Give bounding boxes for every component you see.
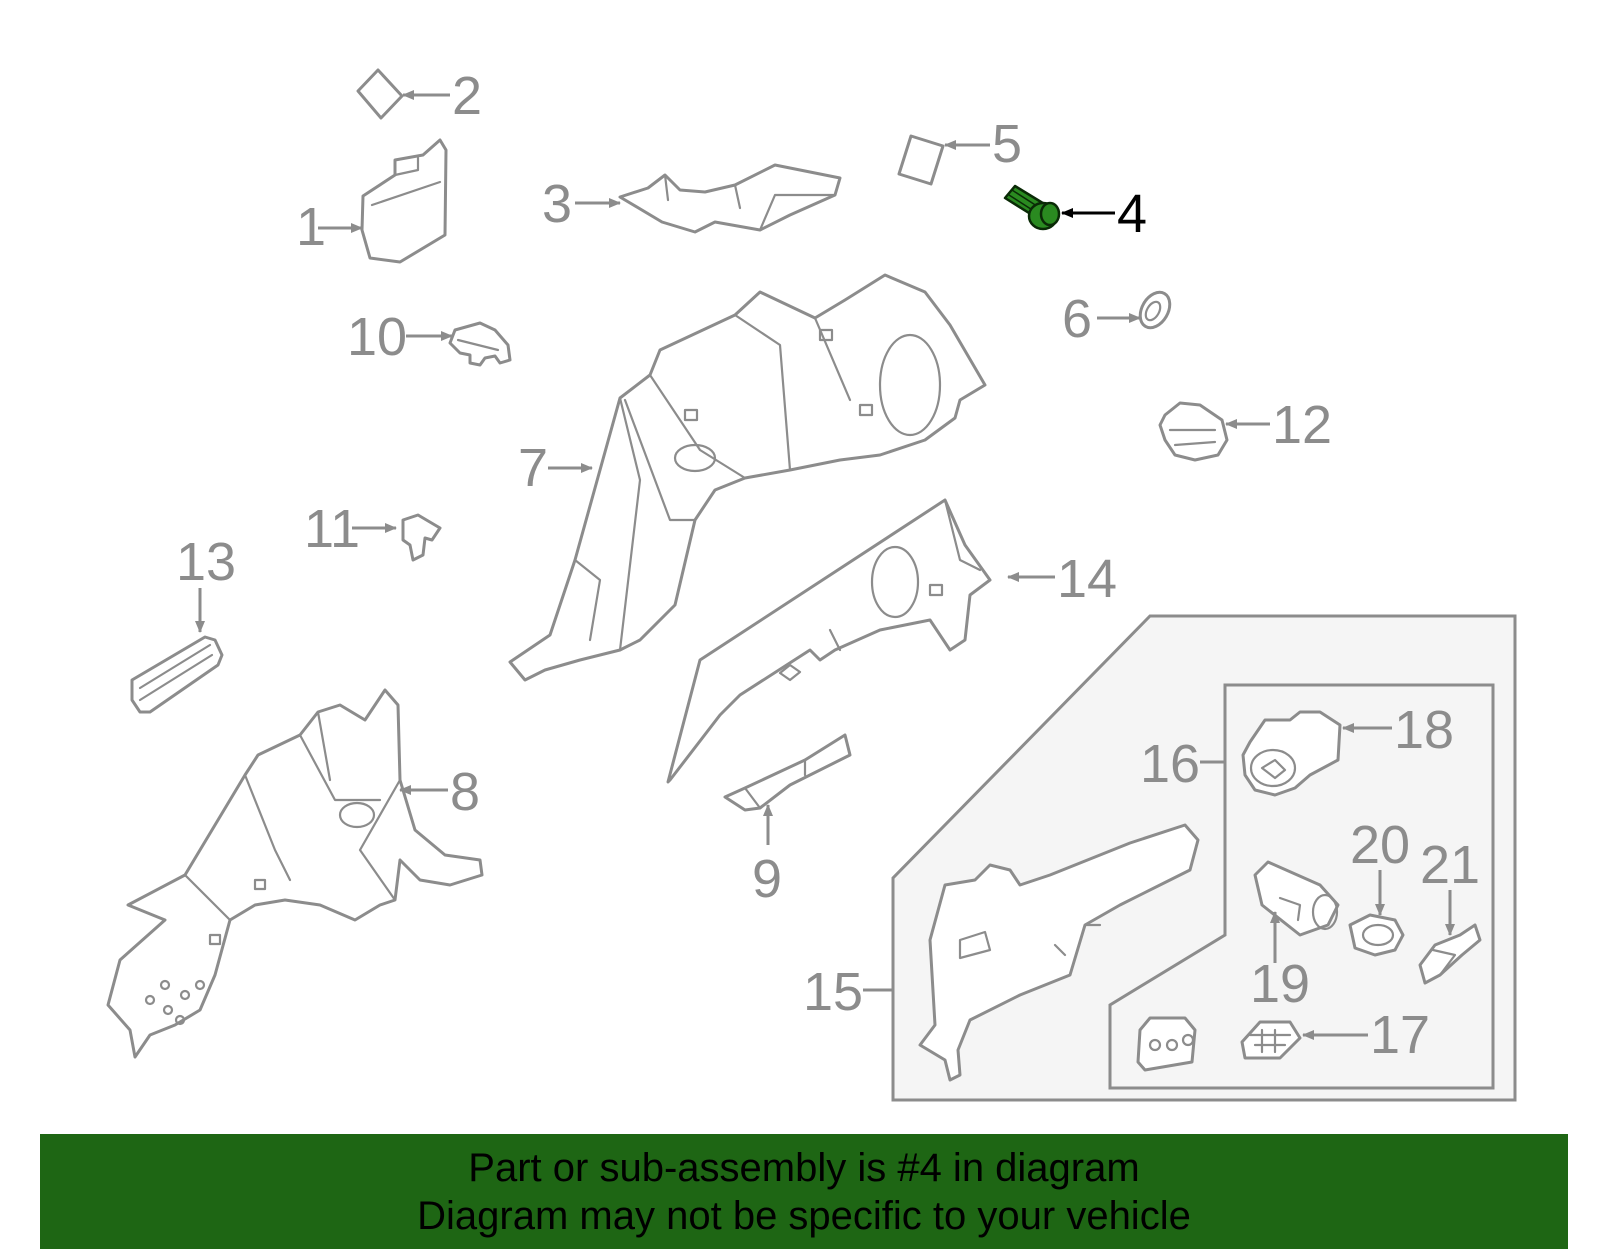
callout-5: 5 <box>992 114 1022 174</box>
part-19-socket <box>1253 860 1340 937</box>
part-20-ring <box>1348 913 1405 957</box>
part-1-trim-bracket <box>360 138 448 264</box>
callout-9: 9 <box>752 849 782 909</box>
callout-15: 15 <box>803 962 863 1022</box>
callout-12: 12 <box>1272 395 1332 455</box>
callout-1: 1 <box>296 197 326 257</box>
banner-part-text: Part or sub-assembly is #4 in diagram <box>468 1146 1140 1190</box>
callout-16: 16 <box>1140 734 1200 794</box>
part-11-clip <box>401 513 442 562</box>
part-7-quarter-trim-panel <box>508 273 987 682</box>
part-6-plug <box>1138 290 1172 330</box>
info-banner: Part or sub-assembly is #4 in diagram Di… <box>40 1134 1568 1249</box>
part-9-bracket <box>723 733 852 812</box>
part-10-clip <box>448 321 512 367</box>
part-13-plug <box>130 635 224 714</box>
part-2-pad <box>356 68 404 120</box>
part-21-cap <box>1418 923 1482 985</box>
callout-3: 3 <box>542 174 572 234</box>
callout-19: 19 <box>1250 954 1310 1014</box>
callout-7: 7 <box>518 438 548 498</box>
part-15-trim-panel <box>918 823 1200 1082</box>
callout-10: 10 <box>347 307 407 367</box>
part-4-bolt <box>1003 184 1061 231</box>
callout-17: 17 <box>1370 1005 1430 1065</box>
callout-8: 8 <box>450 762 480 822</box>
callout-14: 14 <box>1057 549 1117 609</box>
part-14-quarter-trim-panel <box>666 498 992 784</box>
callout-4: 4 <box>1117 184 1147 244</box>
callout-11: 11 <box>304 499 360 559</box>
part-18-outlet <box>1241 710 1342 797</box>
inset-bracket <box>1136 1016 1197 1072</box>
part-12-cap <box>1158 401 1229 462</box>
callout-18: 18 <box>1394 700 1454 760</box>
banner-disclaimer-text: Diagram may not be specific to your vehi… <box>417 1194 1191 1238</box>
callout-20: 20 <box>1350 815 1410 875</box>
callout-21: 21 <box>1420 835 1480 895</box>
callout-6: 6 <box>1062 289 1092 349</box>
part-3-bracket <box>618 163 842 234</box>
callout-13: 13 <box>176 532 236 592</box>
callout-2: 2 <box>452 66 482 126</box>
part-17-switch <box>1240 1020 1302 1060</box>
part-8-inner-quarter-panel <box>106 688 484 1059</box>
part-5-pad <box>897 134 945 186</box>
